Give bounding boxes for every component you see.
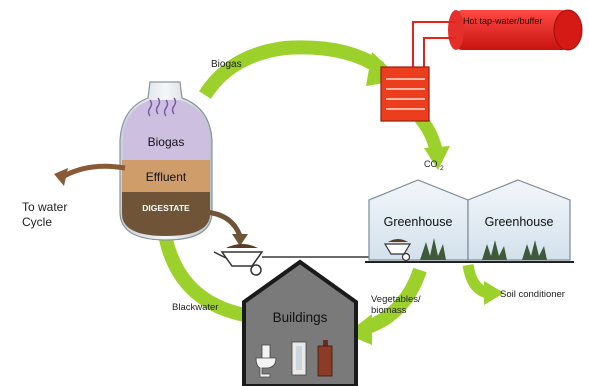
cycle-arrow-co2: [414, 113, 443, 152]
digester: Biogas Effluent DIGESTATE: [119, 81, 213, 241]
wavy-gas-icon: [147, 97, 177, 117]
to-water-label: To water: [22, 200, 67, 214]
buildings-label: Buildings: [273, 310, 328, 325]
blackwater-label: Blackwater: [172, 302, 218, 313]
heat-exchanger: [380, 66, 430, 122]
cycle-arrow-vegetables: [362, 267, 427, 335]
greenhouses: Greenhouse Greenhouse: [365, 179, 574, 263]
greenhouse-2-label: Greenhouse: [485, 215, 554, 229]
digester-digestate-layer: [122, 192, 210, 236]
hot-water-pipes: [412, 21, 456, 68]
bottle-icon: [317, 340, 333, 377]
toilet-icon: [255, 344, 277, 378]
biomass-label: biomass: [371, 305, 407, 316]
wheelbarrow-icon: [383, 239, 412, 262]
bottle-icon: [291, 341, 307, 376]
co2-label: CO 2: [424, 159, 444, 172]
plant-icon: [522, 240, 547, 260]
buildings: Buildings: [242, 259, 358, 386]
soil-conditioner-arrowhead: [484, 281, 504, 305]
digester-digestate-label: DIGESTATE: [142, 203, 190, 213]
cycle-arrow-top: [199, 40, 384, 99]
effluent-to-water-arrow: [54, 163, 126, 186]
digester-biogas-layer: [123, 100, 209, 160]
biogas-flow-label: Biogas: [211, 59, 242, 70]
soil-conditioner-label: Soil conditioner: [500, 289, 565, 300]
hot-tap-water-tank: Hot tap-water/buffer: [448, 9, 583, 51]
cycle-label: Cycle: [22, 215, 52, 229]
plant-icon: [420, 238, 446, 260]
digestate-arrow: [204, 209, 248, 246]
co2-main: CO: [424, 159, 438, 169]
digester-effluent-label: Effluent: [146, 170, 187, 184]
greenhouse-2: [467, 179, 571, 261]
digester-effluent-layer: [122, 160, 210, 192]
plant-icon: [482, 240, 507, 260]
wheelbarrow-icon: [213, 244, 264, 276]
cycle-arrowhead-vegetables: [346, 314, 372, 345]
digester-biogas-label: Biogas: [148, 135, 185, 149]
hot-tap-label: Hot tap-water/buffer: [463, 16, 542, 26]
greenhouse-1-label: Greenhouse: [384, 215, 453, 229]
vegetables-label: Vegetables/: [371, 294, 421, 305]
co2-subscript: 2: [440, 165, 444, 172]
cycle-arrowhead-co2: [424, 146, 450, 170]
